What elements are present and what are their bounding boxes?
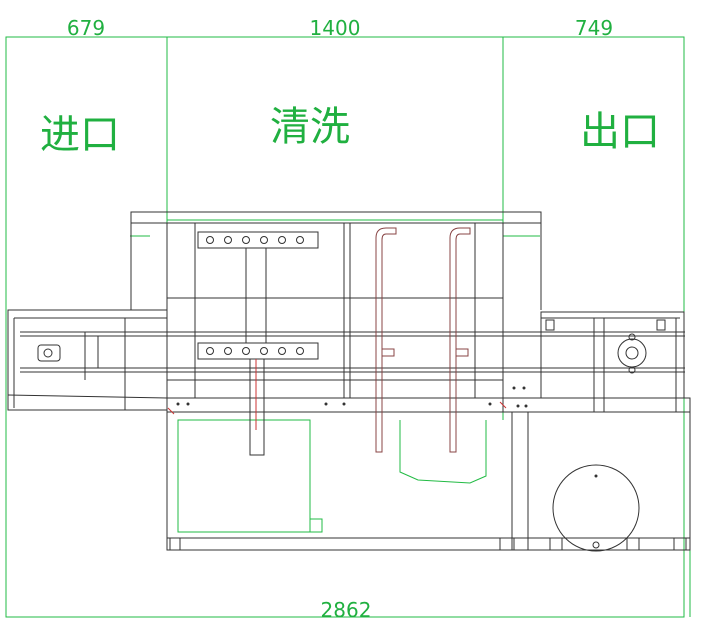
nozzle [278, 347, 286, 355]
pump-tank [552, 464, 640, 552]
nozzle [224, 347, 232, 355]
inlet-width-dimension: 679 [67, 16, 105, 40]
nozzle [242, 236, 250, 244]
lower-cabinet [166, 411, 691, 551]
right-tank-outline [399, 420, 487, 484]
outlet-base [502, 397, 691, 413]
bolt [524, 404, 528, 408]
bolt [594, 474, 598, 478]
bolt [522, 386, 526, 390]
bolt [186, 402, 190, 406]
outlet-zone-label: 出口 [580, 109, 660, 155]
nozzle [260, 347, 268, 355]
nozzle [296, 236, 304, 244]
bolt [324, 402, 328, 406]
cabinet-top [166, 397, 504, 413]
nozzle [242, 347, 250, 355]
outlet-bracket [656, 319, 666, 331]
sprocket-bolt [628, 366, 636, 374]
nozzle [296, 347, 304, 355]
marker [167, 407, 175, 415]
lower-spray-manifold [197, 342, 319, 360]
marker [499, 401, 507, 409]
wash-zone-label: 清洗 [270, 104, 350, 150]
spray-nozzles [206, 236, 304, 355]
bolt [488, 402, 492, 406]
inlet-zone-label: 进口 [40, 112, 120, 158]
nozzle [278, 236, 286, 244]
cabinet-foot [673, 537, 687, 551]
inlet-drive-sprocket [37, 344, 61, 362]
nozzle [206, 347, 214, 355]
manifold-riser [245, 247, 267, 344]
spray-pipe-b [449, 227, 471, 453]
nozzle [260, 236, 268, 244]
top-hood [130, 211, 542, 224]
outlet-drive-sprocket [617, 338, 647, 368]
wash-width-dimension: 1400 [310, 16, 361, 40]
inlet-sprocket-hub [43, 348, 53, 358]
pump-drain [592, 541, 600, 549]
spray-pipe-a [375, 227, 397, 453]
left-tank-drain [309, 518, 323, 533]
machine-body [7, 211, 691, 552]
outlet-bracket [545, 319, 555, 331]
cabinet-foot [549, 537, 563, 551]
cabinet-foot [169, 537, 181, 551]
bolt [516, 404, 520, 408]
cabinet-foot [499, 537, 515, 551]
bolt [512, 386, 516, 390]
nozzle [206, 236, 214, 244]
outlet-frame [540, 311, 685, 399]
upper-spray-manifold [197, 231, 319, 249]
nozzle [224, 236, 232, 244]
bolt [342, 402, 346, 406]
wash-zone-frame [166, 36, 504, 221]
bolt [176, 402, 180, 406]
left-tank-outline [177, 419, 311, 533]
pipe-clamp [381, 348, 395, 357]
cabinet-foot [626, 537, 640, 551]
pipe-clamp [455, 348, 469, 357]
inlet-base [7, 394, 168, 399]
spray-pipes [255, 227, 471, 453]
outlet-sprocket-hub [625, 346, 639, 360]
total-width-dimension: 2862 [321, 598, 372, 622]
bolt-dots [176, 386, 598, 478]
sprocket-bolt [628, 333, 636, 341]
red-markers [167, 401, 507, 415]
manifold-downpipe [249, 358, 265, 456]
outlet-width-dimension: 749 [575, 16, 613, 40]
